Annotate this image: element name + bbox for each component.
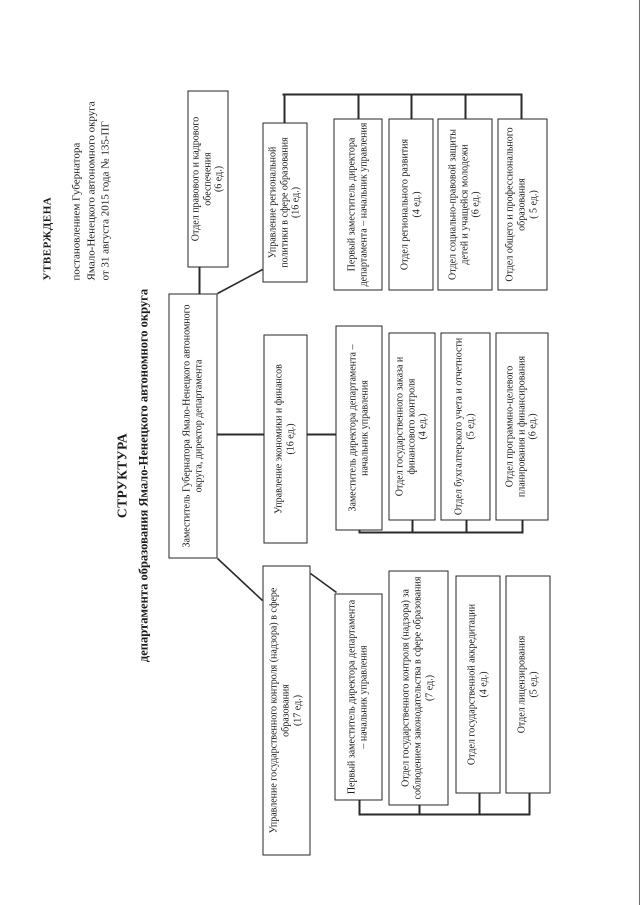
scan-edge [638, 0, 640, 905]
